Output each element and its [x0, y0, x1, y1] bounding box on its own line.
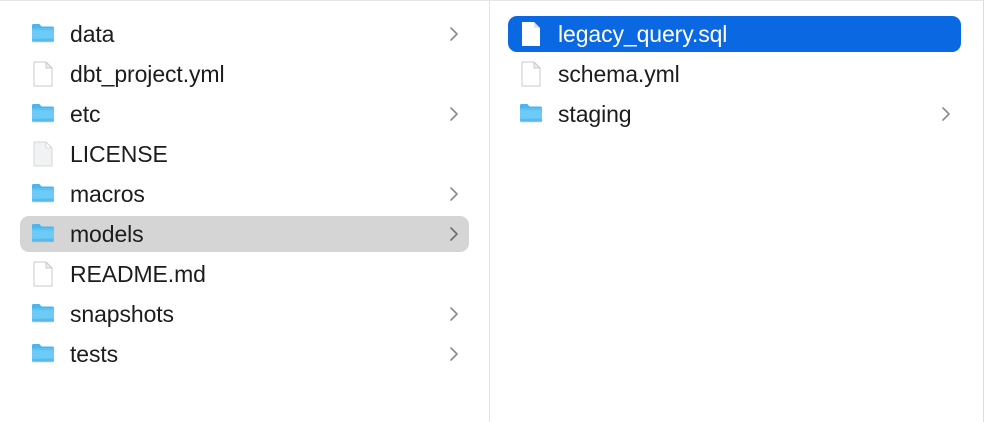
chevron-right-icon — [449, 306, 459, 322]
list-item[interactable]: macros — [20, 176, 469, 212]
chevron-right-icon — [449, 106, 459, 122]
list-item[interactable]: README.md — [20, 256, 469, 292]
list-item[interactable]: etc — [20, 96, 469, 132]
document-icon — [518, 60, 544, 88]
list-item[interactable]: dbt_project.yml — [20, 56, 469, 92]
item-label: legacy_query.sql — [558, 21, 728, 47]
chevron-right-icon — [449, 26, 459, 42]
item-label: staging — [558, 101, 632, 127]
chevron-right-icon — [941, 106, 951, 122]
column-project-root: data dbt_project.yml — [0, 1, 490, 422]
item-label: models — [70, 221, 144, 247]
generic-document-icon — [30, 140, 56, 168]
item-label: dbt_project.yml — [70, 61, 225, 87]
list-item[interactable]: data — [20, 16, 469, 52]
folder-icon — [30, 300, 56, 328]
item-label: macros — [70, 181, 145, 207]
folder-icon — [518, 100, 544, 128]
chevron-right-icon — [449, 346, 459, 362]
item-label: snapshots — [70, 301, 174, 327]
item-label: data — [70, 21, 115, 47]
column-models: legacy_query.sql schema.yml — [490, 1, 983, 422]
list-item[interactable]: staging — [508, 96, 961, 132]
list-item[interactable]: schema.yml — [508, 56, 961, 92]
folder-icon — [30, 20, 56, 48]
document-icon — [30, 60, 56, 88]
item-label: LICENSE — [70, 141, 168, 167]
folder-icon — [30, 220, 56, 248]
list-item-selected-models[interactable]: models — [20, 216, 469, 252]
folder-icon — [30, 180, 56, 208]
item-label: etc — [70, 101, 101, 127]
item-label: tests — [70, 341, 119, 367]
item-label: README.md — [70, 261, 206, 287]
list-item[interactable]: tests — [20, 336, 469, 372]
document-icon — [518, 20, 544, 48]
folder-icon — [30, 100, 56, 128]
folder-icon — [30, 340, 56, 368]
list-item[interactable]: snapshots — [20, 296, 469, 332]
list-item-selected-legacy-query[interactable]: legacy_query.sql — [508, 16, 961, 52]
chevron-right-icon — [449, 186, 459, 202]
document-icon — [30, 260, 56, 288]
chevron-right-icon — [449, 226, 459, 242]
item-label: schema.yml — [558, 61, 680, 87]
list-item[interactable]: LICENSE — [20, 136, 469, 172]
